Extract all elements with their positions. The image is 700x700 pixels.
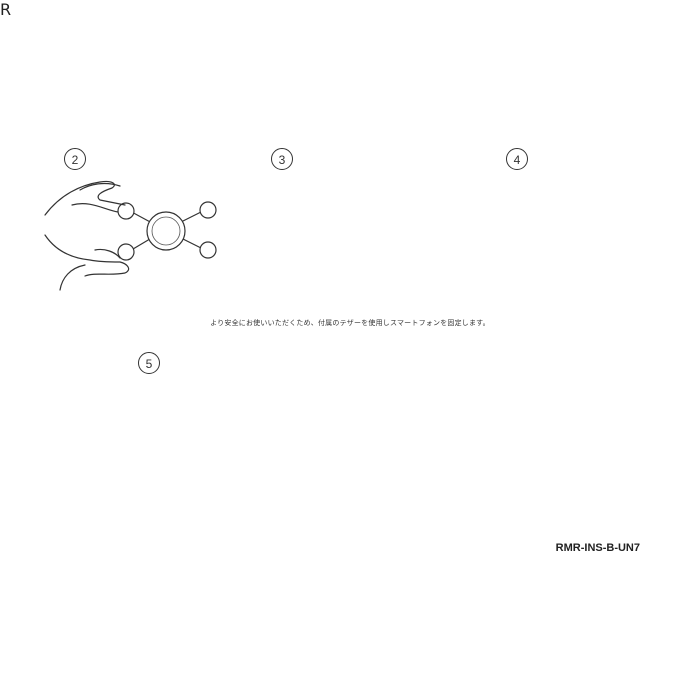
- model-code: RMR-INS-B-UN7: [555, 542, 640, 554]
- step-2-illustration: [44, 180, 217, 291]
- holder-front-illustration: R: [0, 0, 11, 19]
- brand-mark: R: [0, 0, 12, 19]
- step-5-number: 5: [138, 352, 160, 374]
- step-3-number: 3: [271, 148, 293, 170]
- safety-caption: より安全にお使いいただくため、付属のテザーを使用しスマートフォンを固定します。: [210, 319, 490, 327]
- step-4-number: 4: [506, 148, 528, 170]
- step-2-number: 2: [64, 148, 86, 170]
